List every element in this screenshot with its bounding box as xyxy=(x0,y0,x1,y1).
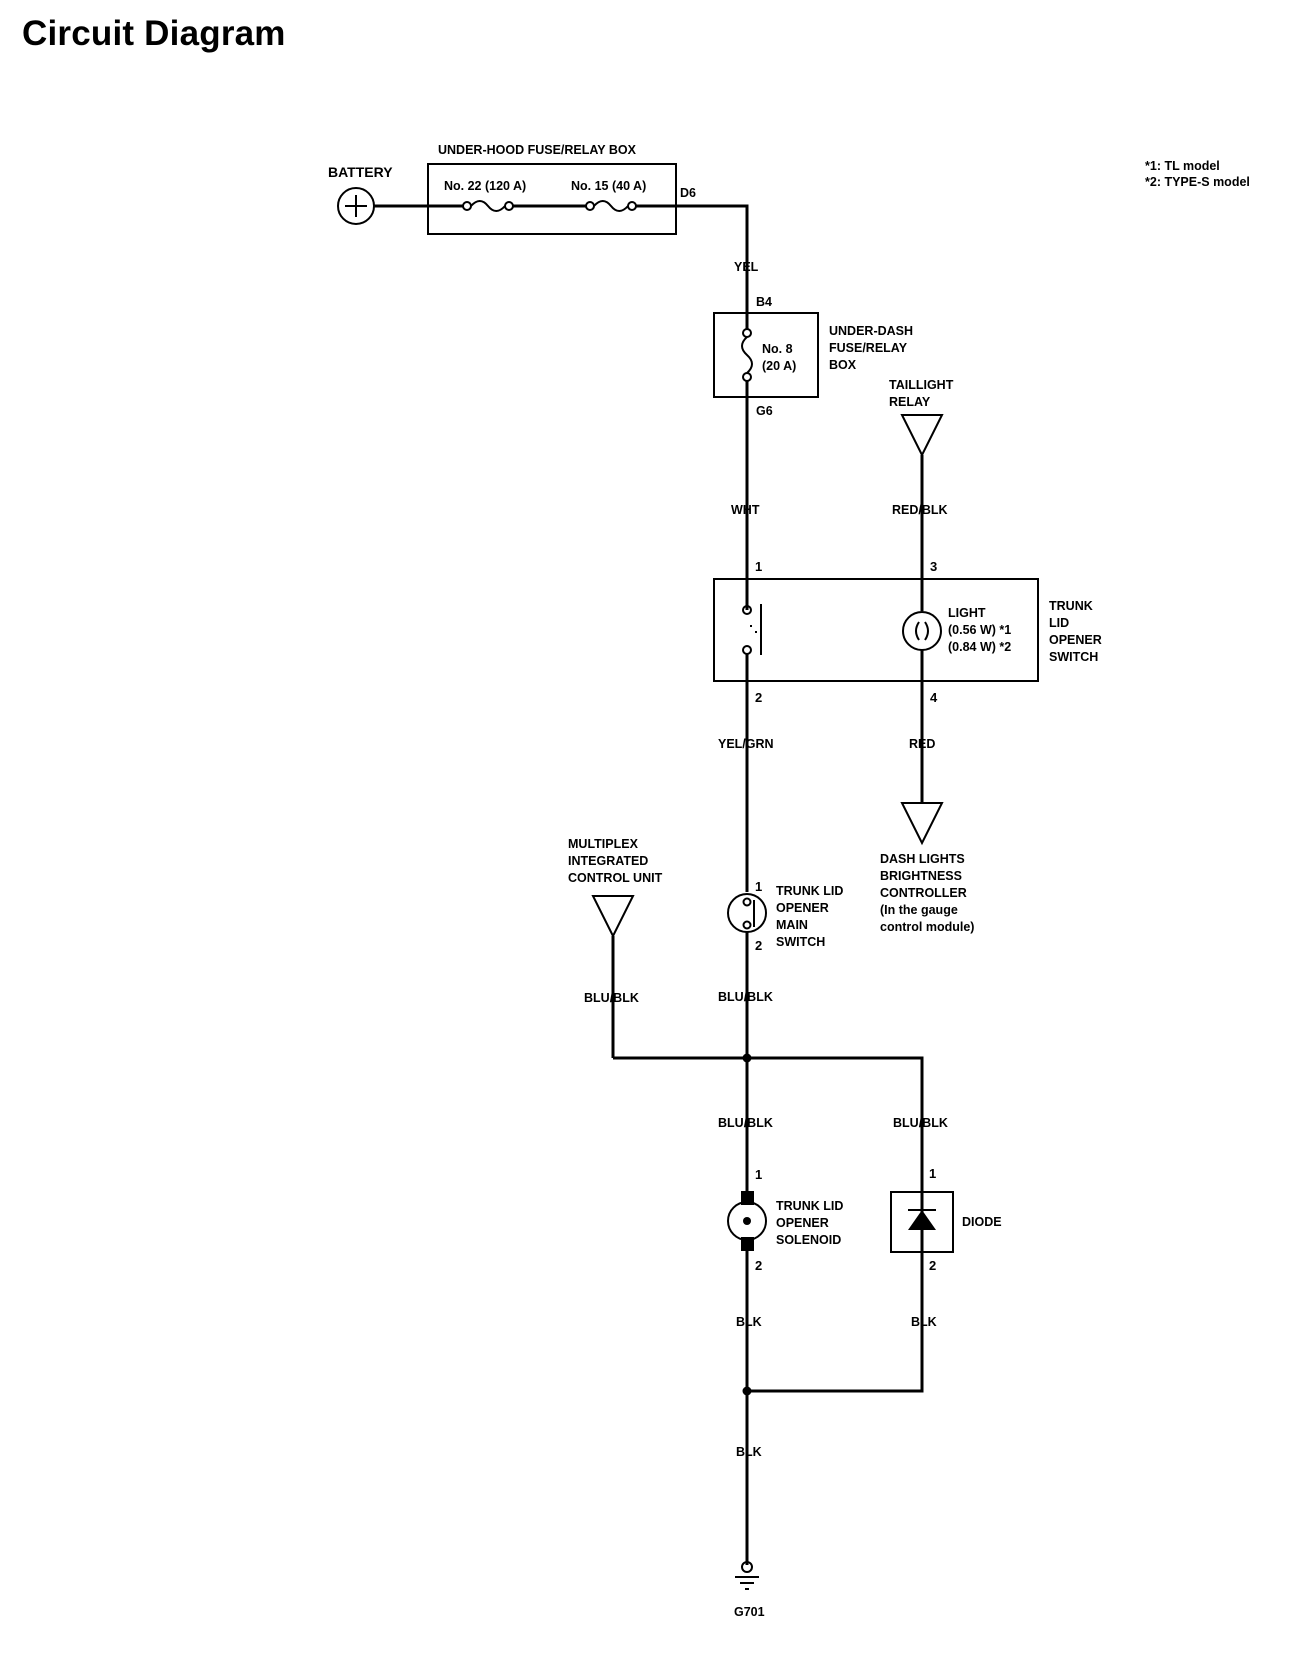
underdash-label-2: FUSE/RELAY xyxy=(829,341,908,355)
wire-blk-diode xyxy=(747,1265,924,1393)
diode-label: DIODE xyxy=(962,1215,1002,1229)
opener-switch-label-1: TRUNK xyxy=(1049,599,1093,613)
light-label: LIGHT xyxy=(948,606,986,620)
wire-blu-blk-label-micu: BLU/BLK xyxy=(584,991,639,1005)
taillight-relay-label-1: TAILLIGHT xyxy=(889,378,954,392)
wire-blk-label-solenoid: BLK xyxy=(736,1315,762,1329)
micu-label-3: CONTROL UNIT xyxy=(568,871,663,885)
taillight-relay: TAILLIGHT RELAY xyxy=(889,378,954,458)
dash-lights-label-2: BRIGHTNESS xyxy=(880,869,962,883)
opener-switch-label-2: LID xyxy=(1049,616,1069,630)
terminal-b4: B4 xyxy=(756,295,772,309)
dash-lights-connector-icon xyxy=(900,802,944,846)
solenoid-pin-2: 2 xyxy=(755,1258,762,1273)
ground-g701: G701 xyxy=(734,1561,765,1619)
main-switch-label-2: OPENER xyxy=(776,901,829,915)
solenoid-pin-1: 1 xyxy=(755,1167,762,1182)
main-switch-pin-1: 1 xyxy=(755,879,762,894)
wire-wht-label: WHT xyxy=(731,503,760,517)
fuse-8-icon xyxy=(741,336,753,374)
wire-red-blk-label: RED/BLK xyxy=(892,503,948,517)
diode: 1 DIODE 2 xyxy=(890,1166,1002,1273)
wire-yel-grn-label: YEL/GRN xyxy=(718,737,774,751)
fuse-15-icon xyxy=(593,200,629,212)
trunk-lid-opener-switch: 1 3 LIGHT (0.56 W) *1 (0.84 W) *2 TRUNK … xyxy=(713,559,1102,705)
battery-label: BATTERY xyxy=(328,164,393,180)
opener-switch-label-4: SWITCH xyxy=(1049,650,1098,664)
wire-blu-blk-label-solenoid: BLU/BLK xyxy=(718,1116,773,1130)
fuse-22-label: No. 22 (120 A) xyxy=(444,179,526,193)
main-switch-pin-2: 2 xyxy=(755,938,762,953)
terminal-g6: G6 xyxy=(756,404,773,418)
underhood-fuse-relay-box: UNDER-HOOD FUSE/RELAY BOX No. 22 (120 A)… xyxy=(427,143,696,235)
main-switch-label-3: MAIN xyxy=(776,918,808,932)
dash-lights-label-1: DASH LIGHTS xyxy=(880,852,965,866)
light-bulb-icon xyxy=(902,611,942,651)
main-switch-label-1: TRUNK LID xyxy=(776,884,843,898)
solenoid-label-1: TRUNK LID xyxy=(776,1199,843,1213)
light-rating-type-s: (0.84 W) *2 xyxy=(948,640,1011,654)
fuse-15-label: No. 15 (40 A) xyxy=(571,179,646,193)
trunk-lid-opener-main-switch: 1 2 TRUNK LID OPENER MAIN SWITCH xyxy=(727,879,843,953)
dash-lights-label-5: control module) xyxy=(880,920,974,934)
underdash-label-3: BOX xyxy=(829,358,857,372)
wire-blu-blk-label-switch: BLU/BLK xyxy=(718,990,773,1004)
diode-icon xyxy=(908,1210,936,1230)
underdash-fuse-relay-box: B4 No. 8 (20 A) UNDER-DASH FUSE/RELAY BO… xyxy=(713,295,913,418)
wire-yel xyxy=(636,204,749,313)
opener-switch-pin-4: 4 xyxy=(930,690,938,705)
diode-pin-2: 2 xyxy=(929,1258,936,1273)
terminal-d6: D6 xyxy=(680,186,696,200)
light-rating-tl: (0.56 W) *1 xyxy=(948,623,1011,637)
battery: BATTERY xyxy=(328,164,393,225)
dash-lights-brightness-controller: DASH LIGHTS BRIGHTNESS CONTROLLER (In th… xyxy=(880,802,974,934)
multiplex-integrated-control-unit: MULTIPLEX INTEGRATED CONTROL UNIT xyxy=(568,837,663,939)
fuse-8-rating: (20 A) xyxy=(762,359,796,373)
page-title: Circuit Diagram xyxy=(22,14,286,53)
underdash-label-1: UNDER-DASH xyxy=(829,324,913,338)
dash-lights-label-3: CONTROLLER xyxy=(880,886,967,900)
main-switch-icon xyxy=(727,893,767,933)
micu-label-1: MULTIPLEX xyxy=(568,837,639,851)
micu-connector-icon xyxy=(591,895,635,939)
taillight-relay-label-2: RELAY xyxy=(889,395,931,409)
ground-label: G701 xyxy=(734,1605,765,1619)
wire-blk-label-diode: BLK xyxy=(911,1315,937,1329)
wire-red-label: RED xyxy=(909,737,935,751)
underhood-box-label: UNDER-HOOD FUSE/RELAY BOX xyxy=(438,143,637,157)
micu-label-2: INTEGRATED xyxy=(568,854,648,868)
fuse-8-label: No. 8 xyxy=(762,342,793,356)
note-tl-model: *1: TL model xyxy=(1145,159,1220,173)
diode-pin-1: 1 xyxy=(929,1166,936,1181)
solenoid-label-2: OPENER xyxy=(776,1216,829,1230)
switch-contact-icon xyxy=(742,605,752,615)
fuse-22-icon xyxy=(470,200,506,212)
opener-switch-pin-3: 3 xyxy=(930,559,937,574)
taillight-relay-connector-icon xyxy=(900,414,944,458)
main-switch-label-4: SWITCH xyxy=(776,935,825,949)
wire-blu-blk-label-diode: BLU/BLK xyxy=(893,1116,948,1130)
solenoid-label-3: SOLENOID xyxy=(776,1233,841,1247)
trunk-lid-opener-solenoid: 1 2 TRUNK LID OPENER SOLENOID xyxy=(727,1167,843,1273)
note-type-s-model: *2: TYPE-S model xyxy=(1145,175,1250,189)
splice-blk xyxy=(742,1386,752,1396)
dash-lights-label-4: (In the gauge xyxy=(880,903,958,917)
opener-switch-pin-1: 1 xyxy=(755,559,762,574)
wire-blu-blk-bus xyxy=(613,1056,924,1180)
wire-yel-label: YEL xyxy=(734,260,759,274)
opener-switch-label-3: OPENER xyxy=(1049,633,1102,647)
opener-switch-pin-2: 2 xyxy=(755,690,762,705)
splice-blu-blk xyxy=(742,1053,752,1063)
wire-blk-label-ground: BLK xyxy=(736,1445,762,1459)
